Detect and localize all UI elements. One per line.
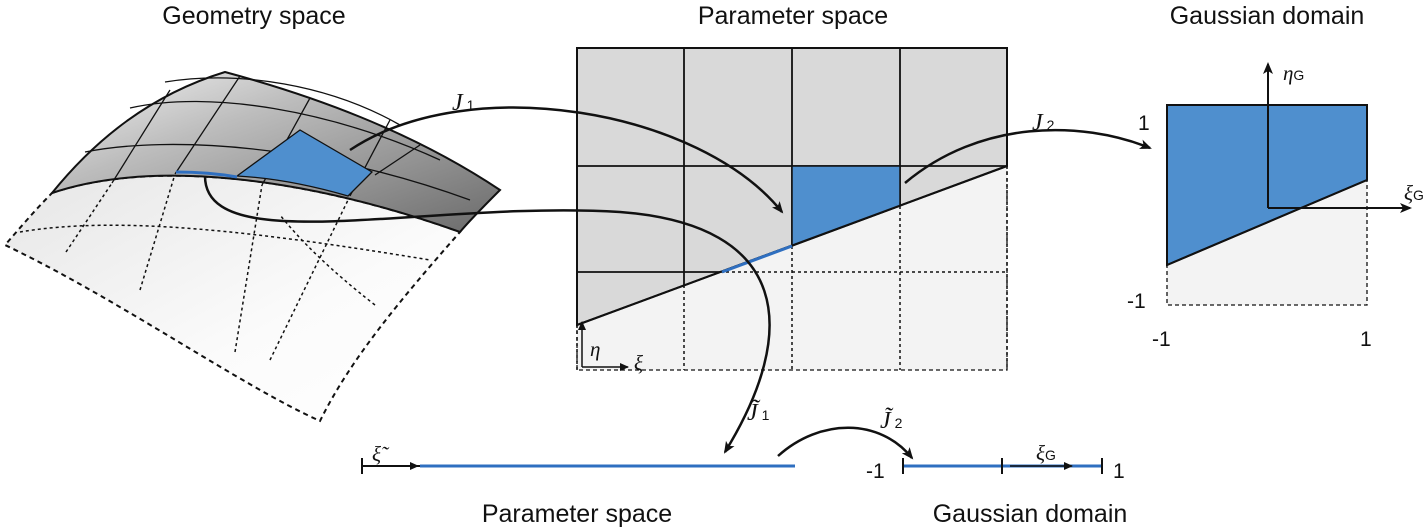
parameter-space-title: Parameter space bbox=[698, 2, 888, 30]
gaussian-domain-2d: ηG ξG 1 -1 -1 1 bbox=[1127, 61, 1424, 351]
mapping-label-jt1: J̃1 bbox=[747, 399, 770, 426]
surface-trim-curve bbox=[175, 170, 238, 179]
geometry-space-title: Geometry space bbox=[162, 2, 345, 30]
xi-g-1d-axis-label: ξG bbox=[1036, 441, 1056, 465]
mapping-arrow-j1 bbox=[349, 106, 784, 214]
mapping-arrow-jt1 bbox=[203, 175, 771, 454]
xi-tilde-axis-label: ξ̃ bbox=[372, 442, 390, 466]
mapping-arrow-j2 bbox=[904, 128, 1152, 184]
gaussian-domain-1d-title: Gaussian domain bbox=[933, 500, 1128, 528]
mapping-arrow-jt2 bbox=[777, 426, 914, 460]
mapping-label-jt2: J̃2 bbox=[880, 407, 903, 434]
surface-highlight-cell bbox=[235, 129, 374, 197]
parameter-space-1d-title: Parameter space bbox=[482, 500, 672, 528]
gauss-2d-tick-left: -1 bbox=[1152, 328, 1171, 351]
gaussian-domain-title: Gaussian domain bbox=[1170, 2, 1365, 30]
eta-g-axis-label: ηG bbox=[1283, 61, 1304, 85]
parameter-space-grid bbox=[576, 47, 1008, 371]
gauss-1d-tick-left: -1 bbox=[866, 460, 885, 483]
gauss-1d-tick-right: 1 bbox=[1113, 460, 1125, 483]
gaussian-domain-1d: ξG -1 1 bbox=[866, 441, 1125, 483]
parameter-axes: η ξ bbox=[578, 321, 643, 375]
eta-axis-label: η bbox=[590, 337, 600, 361]
gauss-2d-tick-right: 1 bbox=[1360, 328, 1372, 351]
gauss-2d-tick-top: 1 bbox=[1138, 112, 1150, 135]
gauss-2d-tick-bottom: -1 bbox=[1127, 290, 1146, 313]
geometry-surface bbox=[3, 70, 502, 423]
parameter-space-1d: ξ̃ bbox=[361, 442, 795, 474]
xi-axis-label: ξ bbox=[634, 351, 643, 375]
parameter-trim-segment bbox=[721, 244, 793, 274]
xi-g-axis-label: ξG bbox=[1404, 181, 1424, 205]
